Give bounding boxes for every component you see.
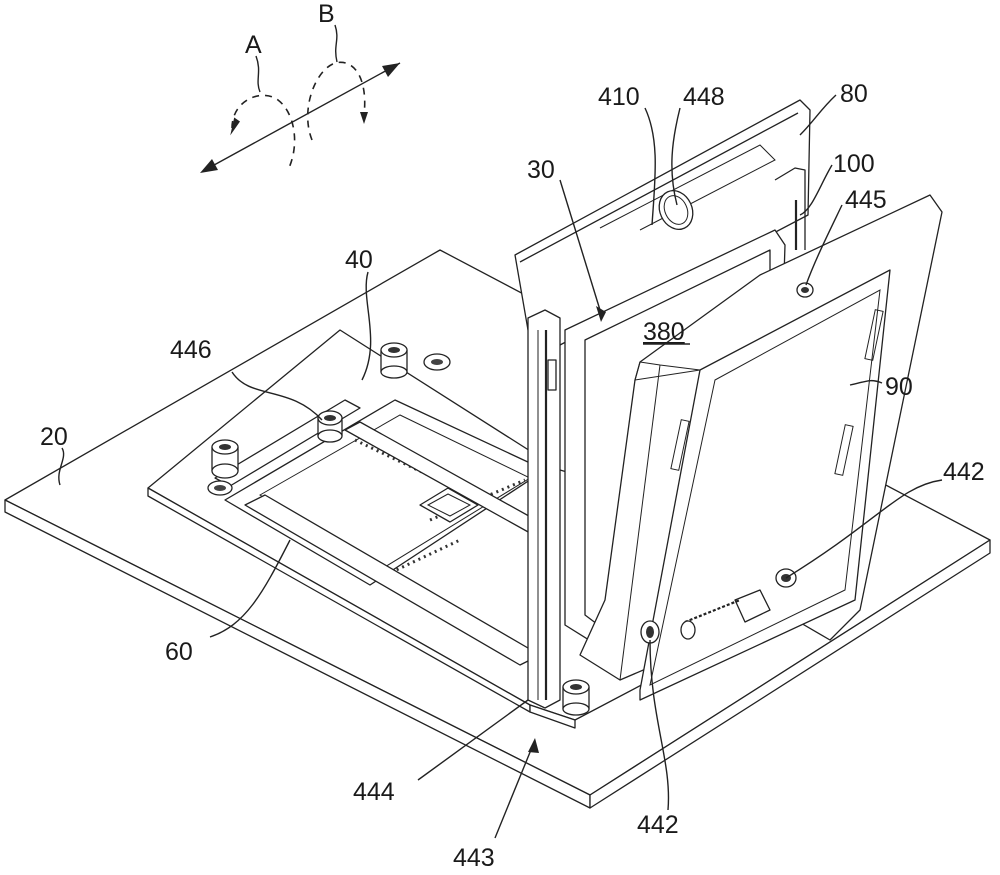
clip-100-body xyxy=(774,167,806,250)
rotation-axis-indicator: A B xyxy=(200,0,401,173)
leader-b xyxy=(334,24,338,63)
standoff-base xyxy=(562,702,590,716)
leader-443-arrowhead-icon xyxy=(528,738,539,753)
label-380: 380 xyxy=(643,318,685,346)
hinge-hole-left-inner xyxy=(646,626,654,638)
label-40: 40 xyxy=(345,246,373,274)
rotation-path-a xyxy=(231,94,296,171)
label-442-right: 442 xyxy=(943,458,985,486)
frame-corner xyxy=(634,361,701,381)
rotation-label-b: B xyxy=(318,0,335,28)
reference-numerals: 20 30 40 60 80 90 100 380 410 448 445 44… xyxy=(40,80,985,872)
rotation-a-arrowhead-icon xyxy=(230,117,240,136)
screw-slot xyxy=(431,359,443,365)
standoff-base xyxy=(317,429,343,443)
leader-30-arrowhead-icon xyxy=(596,306,606,322)
hinge-pin xyxy=(680,620,696,640)
hinge-post xyxy=(527,309,561,709)
standoff-base xyxy=(211,463,239,479)
frame-left-fold xyxy=(619,364,661,681)
screw-slot xyxy=(214,485,226,491)
frame-plate-corner-edge xyxy=(529,704,576,729)
leader-lines xyxy=(58,94,943,839)
rotation-b-arrowhead-icon xyxy=(360,112,368,124)
label-444: 444 xyxy=(353,778,395,806)
label-60: 60 xyxy=(165,638,193,666)
leader-443 xyxy=(494,739,536,839)
frame-latch-1 xyxy=(670,419,690,471)
fastener-445-hole xyxy=(801,287,809,293)
leader-20 xyxy=(58,447,65,486)
rotation-path-b xyxy=(307,61,366,141)
load-plate-top-edge xyxy=(519,112,799,263)
label-80: 80 xyxy=(840,80,868,108)
standoff-3 xyxy=(380,342,408,379)
leader-60 xyxy=(209,539,291,638)
label-30: 30 xyxy=(527,156,555,184)
carrier-frame xyxy=(579,194,943,701)
frame-latch-3 xyxy=(834,424,854,476)
frame-window-inner xyxy=(649,289,881,686)
rotation-label-a: A xyxy=(245,31,262,59)
hinge-spring-housing xyxy=(734,589,771,623)
label-100: 100 xyxy=(833,150,875,178)
leader-90 xyxy=(849,379,883,386)
contact-row-3 xyxy=(374,538,461,582)
axis-arrowhead-left xyxy=(200,159,218,173)
leader-444 xyxy=(417,699,529,781)
hinge-post-tab xyxy=(547,359,557,391)
label-410: 410 xyxy=(598,83,640,111)
leader-410 xyxy=(644,107,656,226)
aperture-inner xyxy=(663,195,689,225)
label-90: 90 xyxy=(885,373,913,401)
standoff-2 xyxy=(317,410,343,443)
leader-30 xyxy=(559,179,601,311)
label-446: 446 xyxy=(170,336,212,364)
leader-446 xyxy=(231,371,323,421)
label-442-bottom: 442 xyxy=(637,811,679,839)
leader-40 xyxy=(361,271,372,381)
screw-2 xyxy=(423,353,451,371)
leader-442-right xyxy=(785,479,943,579)
label-20: 20 xyxy=(40,423,68,451)
label-448: 448 xyxy=(683,83,725,111)
rotation-axis-line xyxy=(204,62,401,171)
axis-arrowhead-right xyxy=(382,63,400,77)
leader-80 xyxy=(799,94,837,136)
leader-448 xyxy=(671,107,681,206)
leader-445 xyxy=(805,204,843,286)
leader-442-bottom xyxy=(649,639,670,811)
standoff-4 xyxy=(562,679,590,716)
screw-1 xyxy=(207,480,233,496)
leader-100 xyxy=(799,164,833,216)
label-445: 445 xyxy=(845,186,887,214)
socket-center-pocket-inner xyxy=(426,493,472,517)
standoff-hole xyxy=(219,444,231,450)
standoff-hole xyxy=(388,347,400,353)
standoff-hole xyxy=(570,684,582,690)
socket-center-pocket xyxy=(419,487,479,523)
aperture-448 xyxy=(658,190,694,230)
leader-a xyxy=(255,55,261,93)
standoff-hole xyxy=(324,415,336,421)
frame-latch-2 xyxy=(864,309,884,361)
standoff-1 xyxy=(211,439,239,479)
board-right-edge xyxy=(589,539,991,809)
contact-row-2 xyxy=(429,478,526,522)
label-443: 443 xyxy=(453,844,495,872)
load-plate-slot xyxy=(599,144,776,231)
standoff-base xyxy=(380,365,408,379)
